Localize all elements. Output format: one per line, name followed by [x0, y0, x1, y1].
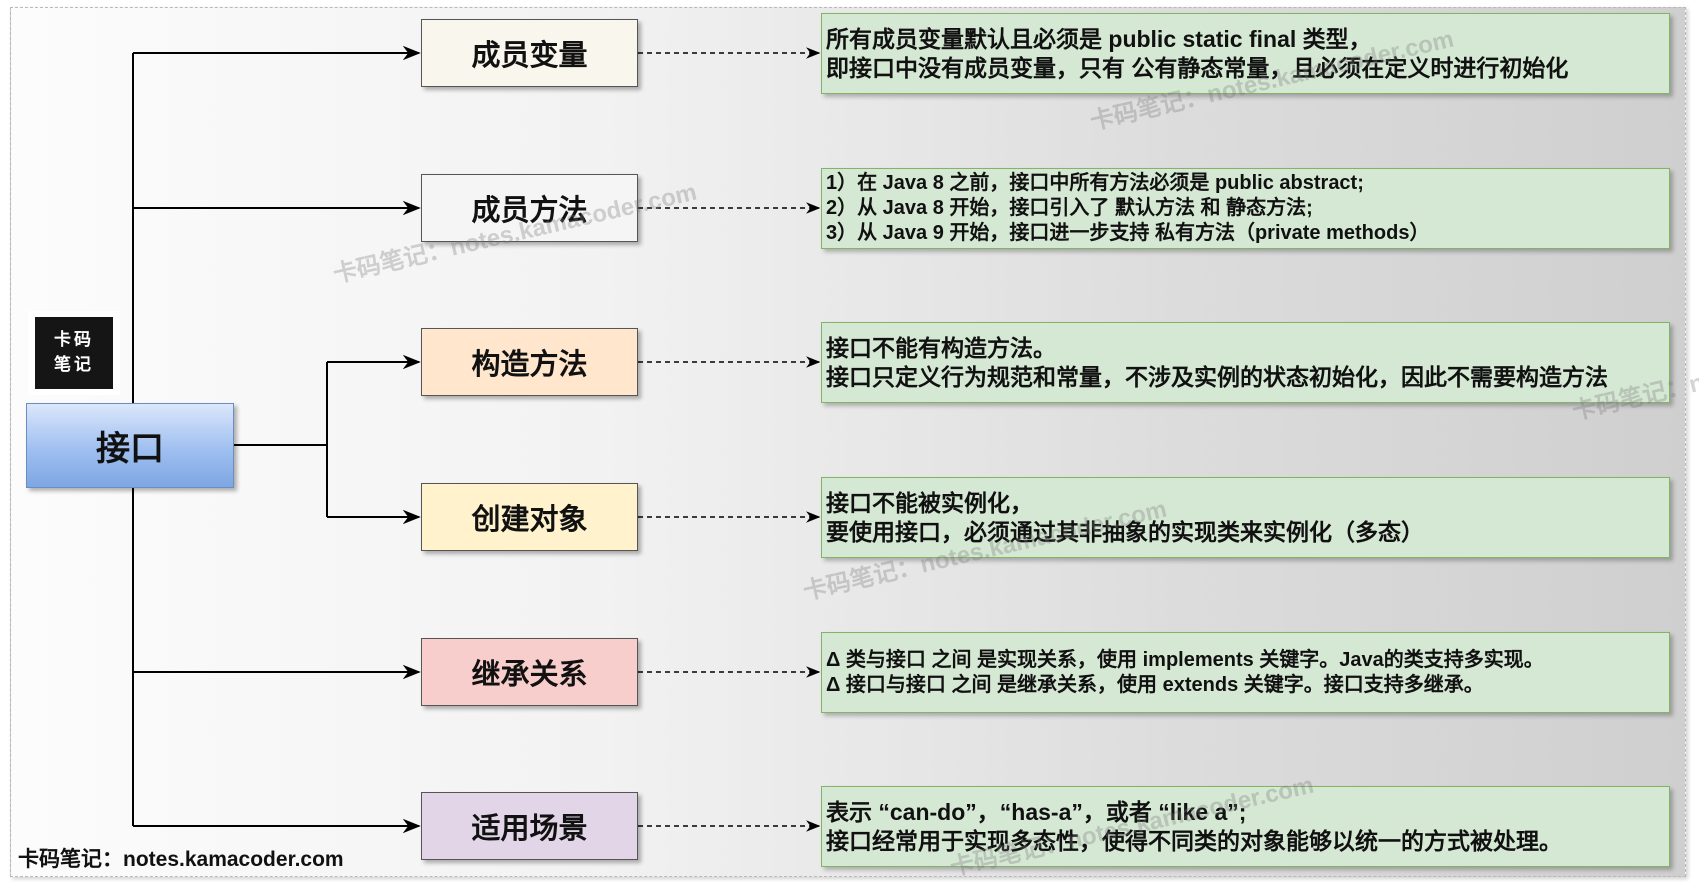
- diagram-canvas: [10, 7, 1686, 877]
- branch-node-member-variables: 成员变量: [421, 19, 638, 87]
- description-line: 3）从 Java 9 开始，接口进一步支持 私有方法（private metho…: [826, 222, 1430, 244]
- description-line: 接口不能有构造方法。: [826, 334, 1056, 361]
- description-line: Δ 类与接口 之间 是实现关系，使用 implements 关键字。Java的类…: [826, 648, 1544, 671]
- footer-credit: 卡码笔记：notes.kamacoder.com: [18, 848, 344, 871]
- root-node-interface: 接口: [26, 403, 234, 488]
- branch-node-inheritance: 继承关系: [421, 638, 638, 706]
- description-line: 要使用接口，必须通过其非抽象的实现类来实例化（多态）: [826, 518, 1424, 545]
- description-line: 1）在 Java 8 之前，接口中所有方法必须是 public abstract…: [826, 172, 1364, 194]
- description-line: Δ 接口与接口 之间 是继承关系，使用 extends 关键字。接口支持多继承。: [826, 673, 1484, 696]
- branch-node-member-methods: 成员方法: [421, 174, 638, 242]
- branch-node-constructor: 构造方法: [421, 328, 638, 396]
- description-line: 表示 “can-do”，“has-a”，或者 “like a”;: [826, 798, 1247, 825]
- description-box-member-methods: 1）在 Java 8 之前，接口中所有方法必须是 public abstract…: [821, 168, 1670, 249]
- description-box-constructor: 接口不能有构造方法。接口只定义行为规范和常量，不涉及实例的状态初始化，因此不需要…: [821, 322, 1670, 403]
- description-line: 接口不能被实例化，: [826, 489, 1033, 516]
- description-box-inheritance: Δ 类与接口 之间 是实现关系，使用 implements 关键字。Java的类…: [821, 632, 1670, 713]
- description-box-member-variables: 所有成员变量默认且必须是 public static final 类型，即接口中…: [821, 13, 1670, 94]
- description-line: 即接口中没有成员变量，只有 公有静态常量，且必须在定义时进行初始化: [826, 54, 1569, 81]
- description-line: 所有成员变量默认且必须是 public static final 类型，: [826, 25, 1372, 52]
- description-line: 接口经常用于实现多态性，使得不同类的对象能够以统一的方式被处理。: [826, 827, 1562, 854]
- kamacoder-logo: 卡码 笔记: [28, 311, 120, 395]
- description-line: 接口只定义行为规范和常量，不涉及实例的状态初始化，因此不需要构造方法: [826, 363, 1608, 390]
- logo-text-line2: 笔记: [54, 355, 94, 375]
- branch-node-create-object: 创建对象: [421, 483, 638, 551]
- logo-text-line1: 卡码: [54, 330, 94, 351]
- description-box-create-object: 接口不能被实例化，要使用接口，必须通过其非抽象的实现类来实例化（多态）: [821, 477, 1670, 558]
- description-box-use-cases: 表示 “can-do”，“has-a”，或者 “like a”;接口经常用于实现…: [821, 786, 1670, 867]
- branch-node-use-cases: 适用场景: [421, 792, 638, 860]
- description-line: 2）从 Java 8 开始，接口引入了 默认方法 和 静态方法;: [826, 197, 1313, 219]
